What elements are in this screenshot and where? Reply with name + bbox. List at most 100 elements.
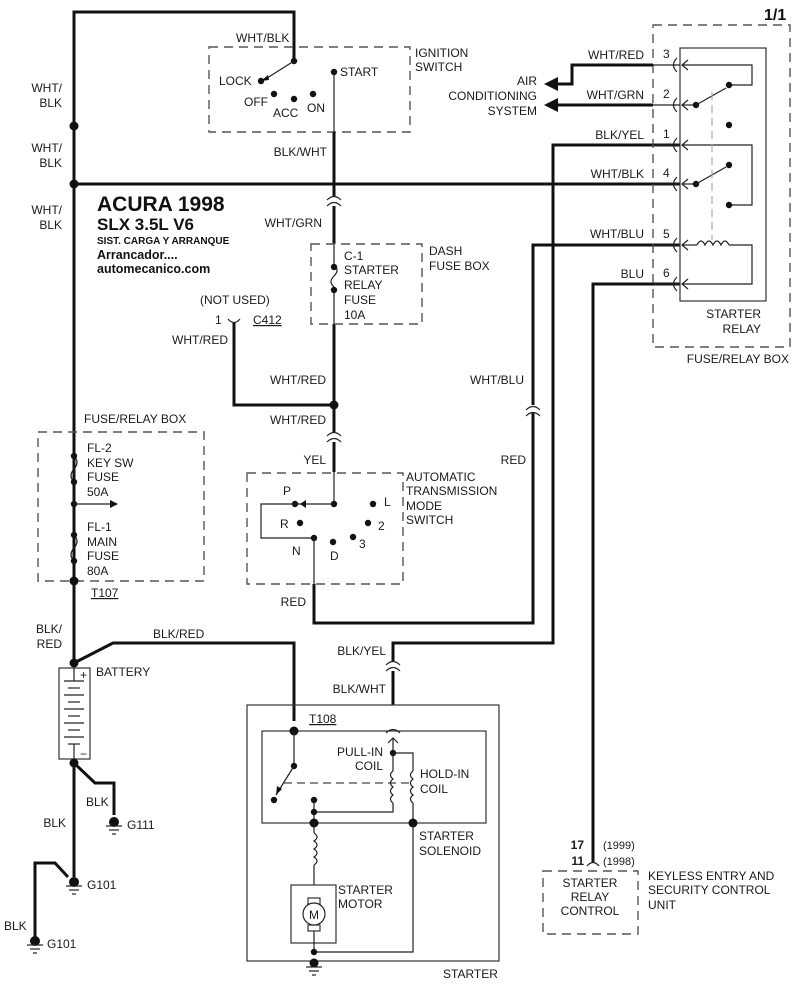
wire-label: WHT/GRN bbox=[265, 216, 322, 230]
svg-text:FL-1: FL-1 bbox=[87, 520, 112, 534]
svg-text:R: R bbox=[280, 517, 289, 531]
ground-wires bbox=[33, 761, 116, 938]
svg-text:SECURITY CONTROL: SECURITY CONTROL bbox=[648, 883, 771, 897]
svg-text:C412: C412 bbox=[253, 313, 282, 327]
wire-label: WHT/BLK bbox=[591, 167, 644, 181]
wire-label: WHT/RED bbox=[270, 413, 326, 427]
connector-c412: (NOT USED) 1 C412 WHT/RED bbox=[172, 293, 334, 407]
svg-text:G101: G101 bbox=[47, 937, 77, 951]
svg-text:RELAY: RELAY bbox=[571, 890, 609, 904]
wire-label: BLK/WHT bbox=[333, 682, 387, 696]
svg-text:4: 4 bbox=[663, 166, 670, 180]
wire-label: WHT/ bbox=[31, 141, 62, 155]
svg-text:(1999): (1999) bbox=[603, 840, 635, 852]
component-label: FUSE BOX bbox=[429, 259, 490, 273]
svg-text:UNIT: UNIT bbox=[648, 898, 677, 912]
switch-position-label: ACC bbox=[273, 106, 299, 120]
title-system: SIST. CARGA Y ARRANQUE bbox=[97, 236, 230, 247]
splice-dot bbox=[69, 179, 79, 189]
component-label: SWITCH bbox=[415, 60, 462, 74]
page-number: 1/1 bbox=[764, 7, 786, 24]
wire-label: BLK/YEL bbox=[595, 128, 644, 142]
ground-g101: G101 bbox=[66, 877, 117, 895]
ignition-switch: WHT/BLK IGNITION SWITCH LOCK OFF ACC ON … bbox=[208, 31, 468, 133]
wire-label: BLK bbox=[4, 919, 27, 933]
svg-text:CONTROL: CONTROL bbox=[561, 904, 620, 918]
title-site: automecanico.com bbox=[97, 262, 210, 276]
svg-text:G101: G101 bbox=[87, 878, 117, 892]
wire-label: RED bbox=[37, 637, 63, 651]
svg-text:COIL: COIL bbox=[355, 759, 383, 773]
connector-symbol bbox=[385, 660, 401, 672]
svg-text:3: 3 bbox=[359, 537, 366, 551]
component-label: FUSE/RELAY BOX bbox=[84, 412, 186, 426]
wire-label: RED bbox=[281, 595, 307, 609]
wire-whtblk-main bbox=[72, 10, 680, 580]
ac-system-label: CONDITIONING bbox=[448, 89, 537, 103]
svg-text:3: 3 bbox=[663, 47, 670, 61]
terminal-label: T108 bbox=[309, 712, 337, 726]
svg-text:6: 6 bbox=[663, 266, 670, 280]
svg-text:FUSE: FUSE bbox=[87, 549, 119, 563]
motor-symbol: M bbox=[309, 908, 319, 922]
svg-text:MAIN: MAIN bbox=[87, 535, 117, 549]
terminal-label: T107 bbox=[91, 586, 119, 600]
battery-plus: + bbox=[80, 668, 87, 682]
wire-label: BLK bbox=[86, 795, 109, 809]
svg-text:1: 1 bbox=[663, 127, 670, 141]
svg-text:HOLD-IN: HOLD-IN bbox=[420, 767, 469, 781]
wire-label: BLK/WHT bbox=[274, 145, 328, 159]
component-label: IGNITION bbox=[415, 46, 468, 60]
svg-text:5: 5 bbox=[663, 227, 670, 241]
wire-label: WHT/BLU bbox=[590, 227, 644, 241]
svg-text:11: 11 bbox=[571, 854, 584, 868]
svg-text:50A: 50A bbox=[87, 485, 108, 499]
wire-label: WHT/RED bbox=[172, 333, 228, 347]
svg-text:L: L bbox=[384, 495, 391, 509]
svg-text:KEYLESS ENTRY AND: KEYLESS ENTRY AND bbox=[648, 869, 775, 883]
dash-fuse-box: C-1 STARTER RELAY FUSE 10A DASH FUSE BOX bbox=[310, 243, 490, 325]
svg-text:D: D bbox=[330, 549, 339, 563]
svg-text:STARTER: STARTER bbox=[419, 829, 474, 843]
svg-text:10A: 10A bbox=[344, 308, 365, 322]
wire-blu bbox=[591, 282, 680, 862]
svg-text:PULL-IN: PULL-IN bbox=[337, 745, 383, 759]
wire-label: RED bbox=[501, 453, 527, 467]
wire-label: BLK bbox=[39, 96, 62, 110]
wire-label: WHT/ bbox=[31, 203, 62, 217]
svg-text:MOTOR: MOTOR bbox=[338, 897, 383, 911]
starter-assembly: T108 PULL-IN COIL HOLD-IN COIL STARTER S… bbox=[246, 704, 500, 981]
component-label: TRANSMISSION bbox=[406, 484, 497, 498]
keyless-entry-unit: 17 11 (1999) (1998) STARTER RELAY CONTRO… bbox=[542, 838, 775, 935]
svg-text:RELAY: RELAY bbox=[344, 278, 382, 292]
splice-dot bbox=[329, 400, 339, 410]
wire-blkyel bbox=[391, 143, 680, 661]
switch-position-label: LOCK bbox=[219, 74, 252, 88]
component-label: MODE bbox=[406, 499, 442, 513]
svg-text:STARTER: STARTER bbox=[338, 883, 393, 897]
battery-minus: − bbox=[80, 747, 87, 761]
splice-dot bbox=[69, 121, 79, 131]
svg-text:1: 1 bbox=[215, 313, 222, 327]
title-model: SLX 3.5L V6 bbox=[97, 215, 194, 234]
svg-text:SOLENOID: SOLENOID bbox=[419, 844, 481, 858]
svg-text:N: N bbox=[292, 544, 301, 558]
component-label: FUSE/RELAY BOX bbox=[687, 352, 789, 366]
ac-system-label: AIR bbox=[517, 74, 537, 88]
component-label: BATTERY bbox=[96, 665, 150, 679]
svg-text:2: 2 bbox=[378, 519, 385, 533]
switch-position-label: START bbox=[340, 65, 379, 79]
svg-text:17: 17 bbox=[571, 838, 585, 852]
svg-text:C-1: C-1 bbox=[344, 249, 364, 263]
svg-text:(1998): (1998) bbox=[603, 856, 635, 868]
wire-label: WHT/RED bbox=[270, 373, 326, 387]
component-label: SWITCH bbox=[406, 513, 453, 527]
svg-text:P: P bbox=[283, 484, 291, 498]
component-label: STARTER bbox=[706, 307, 761, 321]
svg-text:2: 2 bbox=[663, 87, 670, 101]
switch-position-label: ON bbox=[307, 101, 325, 115]
wire-label: YEL bbox=[303, 453, 326, 467]
svg-text:FL-2: FL-2 bbox=[87, 441, 112, 455]
svg-text:STARTER: STARTER bbox=[563, 876, 618, 890]
